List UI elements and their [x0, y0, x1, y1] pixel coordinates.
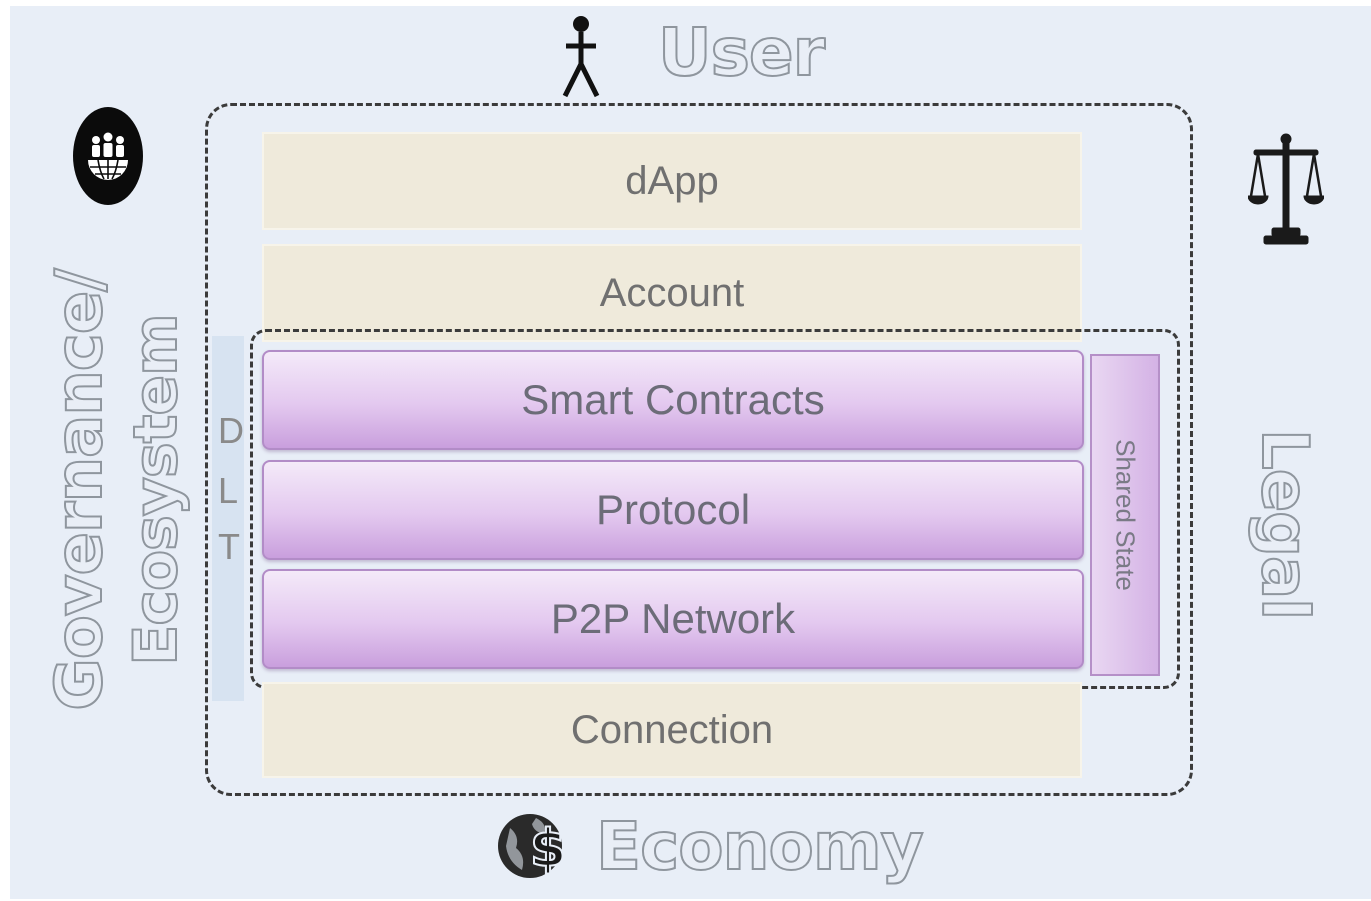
protocol-label: Protocol: [595, 486, 751, 533]
dlt-letter-l: L: [218, 470, 239, 511]
ecosystem-label: Ecosystem: [120, 313, 192, 666]
p2p-network-layer: P2P Network: [262, 569, 1084, 669]
account-layer: Account: [262, 244, 1082, 342]
dapp-layer: dApp: [262, 132, 1082, 230]
account-layer-label: Account: [599, 270, 745, 315]
shared-state-column: [1090, 354, 1160, 676]
svg-text:$: $: [530, 819, 566, 879]
legal-label: Legal: [1246, 428, 1322, 620]
dlt-letter-d: D: [218, 410, 244, 451]
dapp-layer-label: dApp: [625, 158, 719, 203]
governance-label: Governance/: [42, 268, 118, 711]
person-icon: [562, 16, 600, 98]
globe-people-icon: [73, 107, 143, 205]
economy-label: Economy: [595, 807, 925, 886]
outer-dashed-frame: [205, 103, 1193, 796]
dlt-bar: [212, 336, 244, 701]
smart-contracts-layer: Smart Contracts: [262, 350, 1084, 450]
shared-state-label: Shared State: [1110, 439, 1141, 591]
scales-icon: [1248, 133, 1324, 245]
dlt-letter-t: T: [218, 526, 240, 567]
globe-dollar-icon: $: [498, 814, 567, 880]
p2p-network-label: P2P Network: [550, 595, 796, 642]
protocol-layer: Protocol: [262, 460, 1084, 560]
connection-layer: Connection: [262, 682, 1082, 778]
smart-contracts-label: Smart Contracts: [521, 376, 825, 423]
connection-layer-label: Connection: [570, 707, 774, 752]
user-label: User: [657, 13, 826, 92]
